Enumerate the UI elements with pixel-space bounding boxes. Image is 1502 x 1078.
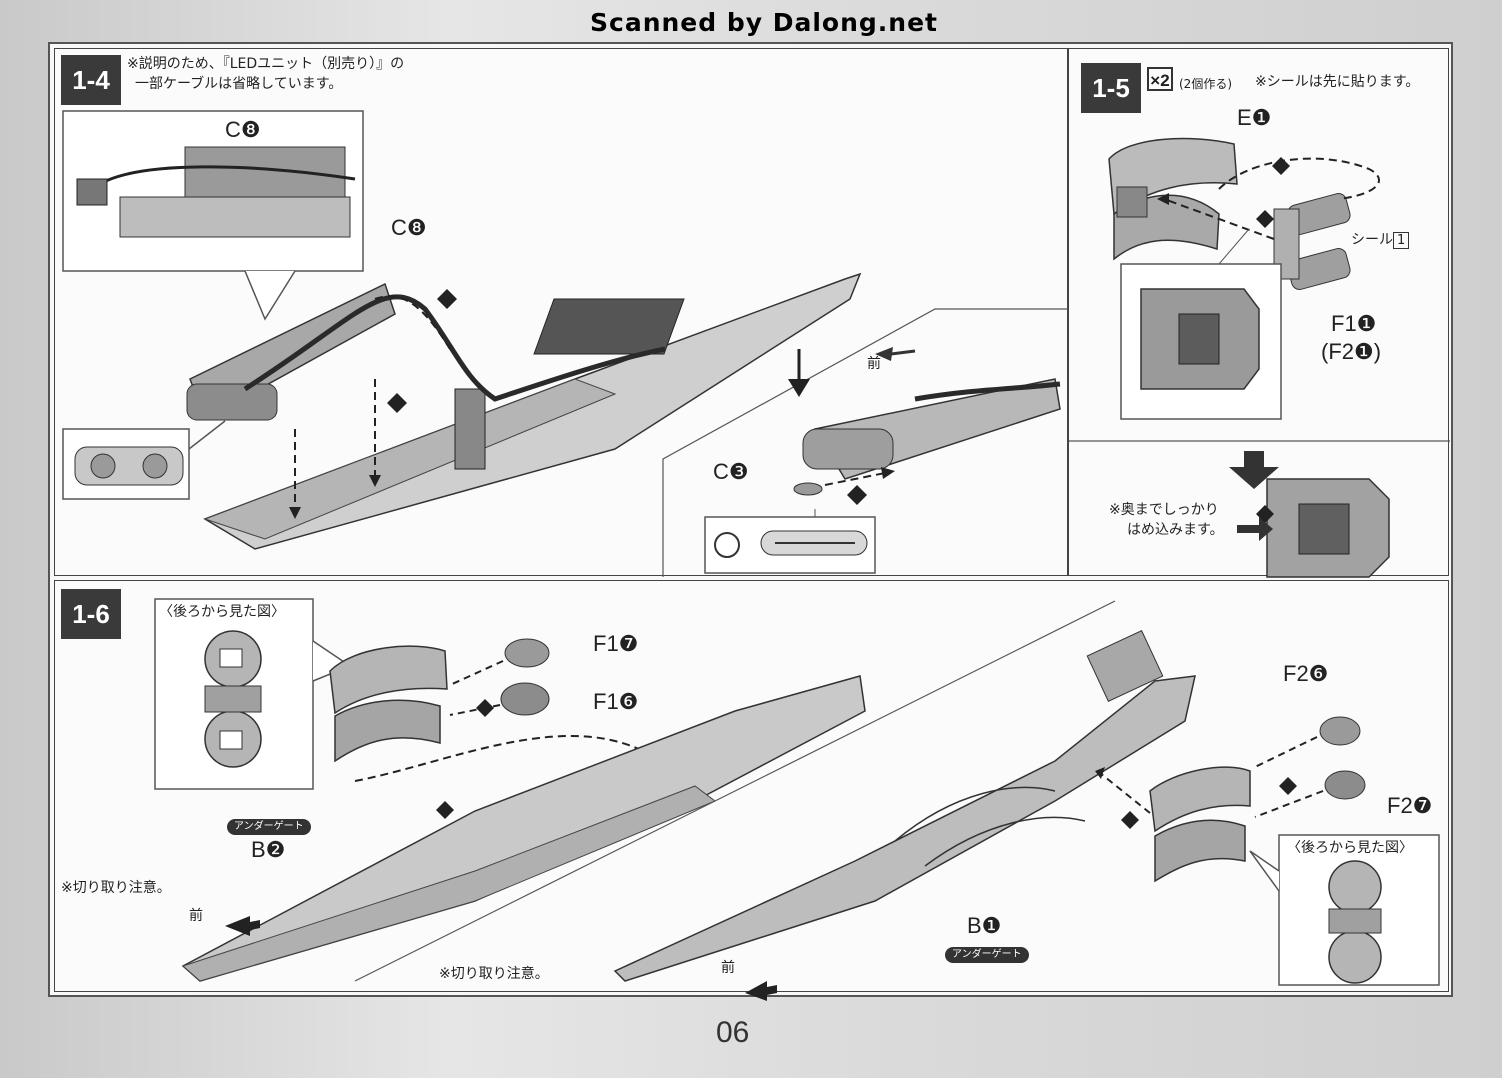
step-1-4-illustration bbox=[62, 110, 1069, 577]
part-c3-label: C❸ bbox=[713, 459, 749, 484]
front-left-label: 前 bbox=[189, 908, 203, 924]
page-number: 06 bbox=[716, 1016, 750, 1049]
rear-view-left-label: 〈後ろから見た図〉 bbox=[159, 604, 285, 620]
seal-number: 1 bbox=[1393, 232, 1410, 249]
front-right-label: 前 bbox=[721, 960, 735, 976]
step-1-5-badge: 1-5 bbox=[1081, 63, 1141, 113]
step-1-5-panel: 1-5 ×2 (2個作る) ※シールは先に貼ります。 bbox=[1068, 48, 1450, 578]
instruction-sheet: 1-4 ※説明のため、『LEDユニット（別売り）』の 一部ケーブルは省略していま… bbox=[48, 42, 1453, 1001]
step-1-4-panel: 1-4 ※説明のため、『LEDユニット（別売り）』の 一部ケーブルは省略していま… bbox=[54, 48, 1069, 577]
part-f1-label: F1❶ bbox=[1331, 311, 1377, 336]
part-e1-label: E❶ bbox=[1237, 105, 1272, 130]
step-1-4-badge: 1-4 bbox=[61, 55, 121, 105]
part-f2-7-label: F2❼ bbox=[1387, 793, 1433, 818]
seal-text: シール bbox=[1351, 232, 1393, 248]
step-1-4-note-line2: 一部ケーブルは省略しています。 bbox=[135, 76, 343, 92]
seal-first-note: ※シールは先に貼ります。 bbox=[1255, 74, 1420, 90]
multiplier-box: ×2 bbox=[1147, 67, 1173, 91]
part-b1-label: B❶ bbox=[967, 913, 1002, 938]
part-f1-7-label: F1❼ bbox=[593, 631, 639, 656]
part-f2-label: (F2❶) bbox=[1321, 339, 1382, 364]
part-f2-6-label: F2❻ bbox=[1283, 661, 1329, 686]
front-direction-label: 前 bbox=[867, 356, 881, 372]
cut-caution-right: ※切り取り注意。 bbox=[439, 966, 549, 982]
cut-caution-left: ※切り取り注意。 bbox=[61, 880, 171, 896]
under-gate-right-badge: アンダーゲート bbox=[945, 947, 1029, 963]
step-1-6-illustration bbox=[154, 598, 1440, 1001]
step-1-5-illustration bbox=[1069, 137, 1450, 578]
part-b2-label: B❷ bbox=[251, 837, 286, 862]
rear-view-right-label: 〈後ろから見た図〉 bbox=[1287, 840, 1413, 856]
step-1-6-panel: 1-6 bbox=[54, 580, 1449, 1001]
scan-watermark: Scanned by Dalong.net bbox=[590, 8, 939, 37]
part-c8-mid-label: C❽ bbox=[391, 215, 427, 240]
part-f1-6-label: F1❻ bbox=[593, 689, 639, 714]
insert-note-line2: はめ込みます。 bbox=[1127, 522, 1224, 538]
step-1-6-badge: 1-6 bbox=[61, 589, 121, 639]
part-c8-top-label: C❽ bbox=[225, 117, 261, 142]
under-gate-left-badge: アンダーゲート bbox=[227, 819, 311, 835]
step-1-4-note-line1: ※説明のため、『LEDユニット（別売り）』の bbox=[127, 56, 405, 72]
multiplier-value: 2 bbox=[1160, 71, 1170, 90]
insert-note-line1: ※奥までしっかり bbox=[1109, 502, 1219, 518]
make-count-note: (2個作る) bbox=[1179, 77, 1232, 91]
